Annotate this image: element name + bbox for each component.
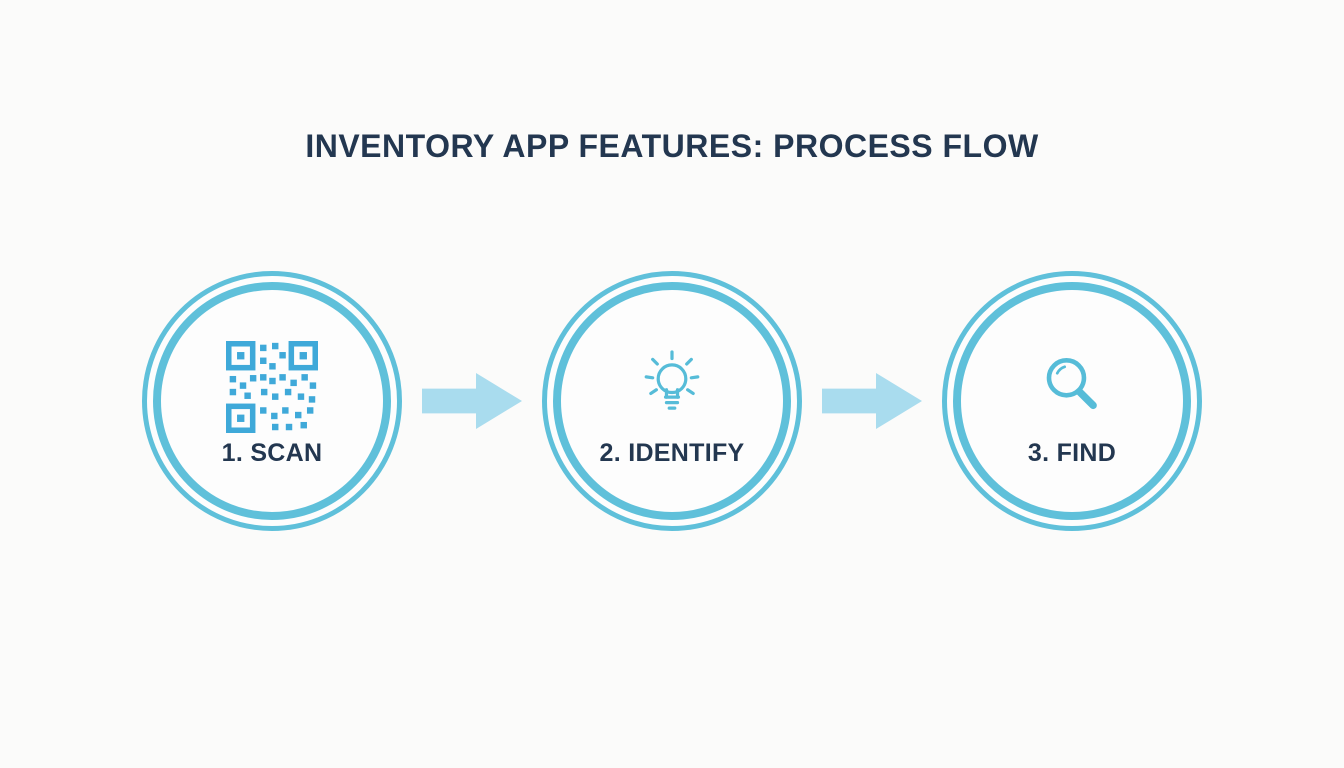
lightbulb-icon	[626, 341, 718, 433]
step-circle-identify-inner: 2. IDENTIFY	[553, 282, 791, 520]
step-label-find: 3. FIND	[1027, 438, 1117, 467]
arrow-right-icon	[822, 373, 922, 429]
step-circle-find-inner: 3. FIND	[953, 282, 1191, 520]
step-circle-find: 3. FIND	[942, 271, 1202, 531]
flow-row: 1. SCAN	[0, 270, 1344, 532]
step-circle-identify: 2. IDENTIFY	[542, 271, 802, 531]
step-circle-scan: 1. SCAN	[142, 271, 402, 531]
qr-code-icon	[226, 340, 318, 433]
step-label-scan: 1. SCAN	[221, 438, 323, 467]
step-circle-scan-inner: 1. SCAN	[153, 282, 391, 520]
step-label-identify: 2. IDENTIFY	[599, 438, 745, 467]
magnifier-icon	[1026, 341, 1118, 433]
arrow-right-icon	[422, 373, 522, 429]
page-title: INVENTORY APP FEATURES: PROCESS FLOW	[305, 128, 1039, 164]
